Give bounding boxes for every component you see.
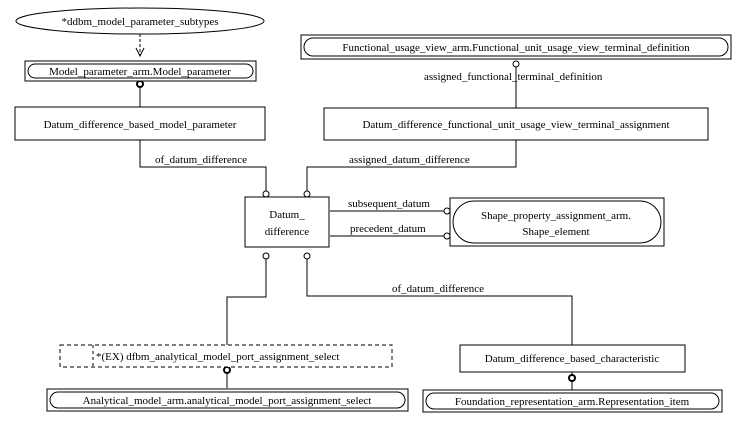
datum-difference-label-line2: difference: [265, 226, 309, 238]
based-characteristic-label: Datum_difference_based_characteristic: [485, 353, 660, 365]
relation-end-circle-icon: [262, 190, 270, 198]
port-assignment-select-ex-box[interactable]: [59, 344, 393, 368]
shape-element-label-line2: Shape_element: [522, 226, 589, 238]
subtype-circle-icon: [136, 80, 144, 88]
subtypes-select-ellipse[interactable]: [15, 7, 265, 35]
shape-element-label-line1: Shape_property_assignment_arm.: [481, 210, 631, 222]
model-parameter-box[interactable]: [24, 60, 257, 82]
of-datum-difference-bottom-label: of_datum_difference: [392, 283, 484, 295]
subsequent-datum-label: subsequent_datum: [348, 198, 430, 210]
port-assignment-select-inner: [49, 391, 406, 409]
representation-item-label: Foundation_representation_arm.Representa…: [455, 396, 690, 408]
shape-element-inner: [452, 200, 662, 244]
subtype-circle-icon: [223, 366, 231, 374]
datum-difference-label-line1: Datum_: [269, 209, 305, 221]
port-assignment-select-box[interactable]: [46, 388, 409, 412]
precedent-datum-label: precedent_datum: [350, 223, 426, 235]
model-parameter-inner: [27, 63, 254, 79]
terminal-assignment-box[interactable]: [323, 107, 709, 141]
relation-end-circle-icon: [303, 252, 311, 260]
based-characteristic-box[interactable]: [459, 344, 686, 373]
relation-end-circle-icon: [512, 60, 520, 68]
relation-end-circle-icon: [443, 232, 451, 240]
shape-element-box[interactable]: [449, 197, 665, 247]
functional-terminal-definition-box[interactable]: [300, 34, 732, 60]
functional-terminal-definition-label: Functional_usage_view_arm.Functional_uni…: [342, 42, 690, 54]
assigned-datum-difference-label: assigned_datum_difference: [349, 154, 470, 166]
of-datum-difference-top-line: [139, 140, 267, 194]
assigned-functional-terminal-definition-label: assigned_functional_terminal_definition: [424, 71, 603, 83]
datum-difference-box[interactable]: [244, 196, 330, 248]
representation-item-inner: [425, 392, 720, 410]
functional-terminal-definition-inner: [303, 37, 729, 57]
relation-end-circle-icon: [303, 190, 311, 198]
port-assignment-select-ex-label: *(EX) dfbm_analytical_model_port_assignm…: [96, 351, 339, 363]
port-assignment-line: [226, 256, 267, 345]
subtypes-select-label: *ddbm_model_parameter_subtypes: [61, 16, 218, 28]
model-parameter-label: Model_parameter_arm.Model_parameter: [49, 66, 231, 78]
relation-end-circle-icon: [443, 207, 451, 215]
relation-end-circle-icon: [262, 252, 270, 260]
subtype-circle-icon: [568, 374, 576, 382]
port-assignment-select-label: Analytical_model_arm.analytical_model_po…: [83, 395, 372, 407]
arrow-head-icon: [135, 47, 145, 58]
datum-difference-based-model-parameter-box[interactable]: [14, 106, 266, 141]
datum-difference-based-model-parameter-label: Datum_difference_based_model_parameter: [44, 119, 237, 131]
assigned-datum-difference-line: [306, 140, 517, 194]
of-datum-difference-top-label: of_datum_difference: [155, 154, 247, 166]
terminal-assignment-label: Datum_difference_functional_unit_usage_v…: [362, 119, 669, 131]
representation-item-box[interactable]: [422, 389, 723, 413]
of-datum-difference-bottom-line: [306, 256, 573, 345]
